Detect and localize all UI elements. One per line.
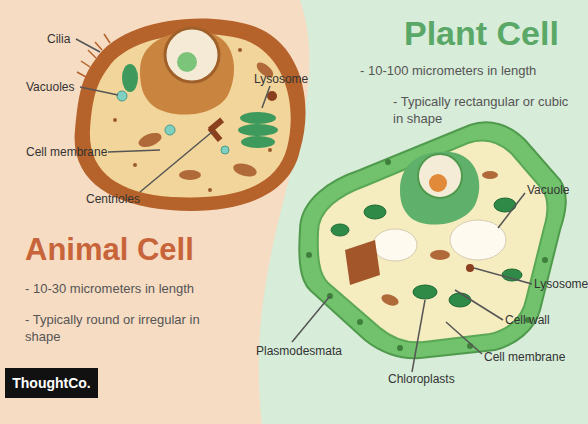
lysosome — [267, 91, 277, 101]
fact-text: - 10-100 micrometers in length — [360, 62, 580, 79]
golgi-sac — [122, 64, 138, 92]
mitochondria — [380, 171, 498, 308]
leader-line — [292, 296, 330, 342]
nucleolus — [177, 52, 197, 72]
cell-membrane — [318, 140, 548, 342]
leader-line — [412, 300, 425, 372]
cell-wall — [299, 122, 565, 358]
golgi-sac — [241, 136, 275, 148]
vacuoles — [117, 91, 229, 154]
vacuole — [117, 91, 127, 101]
fact-text: - Typically round or irregular in shape — [25, 311, 230, 345]
leader-line — [108, 150, 160, 152]
plant-cell — [292, 122, 566, 372]
fact-text: - 10-30 micrometers in length — [25, 280, 255, 297]
ribosome — [238, 48, 242, 52]
cell-heading: Animal Cell — [25, 232, 194, 267]
pore — [542, 257, 548, 263]
vacuole — [221, 146, 229, 154]
mitochondrion — [482, 171, 498, 179]
nucleus — [165, 28, 219, 82]
mitochondrion — [179, 170, 201, 180]
leader-lines — [76, 39, 270, 192]
leader-line — [262, 86, 270, 108]
part-label: Plasmodesmata — [256, 344, 342, 358]
leader-line — [455, 290, 503, 320]
mitochondrion — [137, 130, 164, 149]
part-label: Lysosome — [254, 72, 308, 86]
golgi-sac — [240, 112, 276, 124]
chloroplast — [413, 285, 437, 299]
nucleus — [418, 154, 462, 198]
leader-line — [80, 87, 118, 95]
endoplasmic-reticulum — [400, 152, 479, 225]
part-label: Cell wall — [505, 313, 550, 327]
part-label: Lysosome — [534, 277, 588, 291]
leader-line — [76, 39, 100, 52]
golgi-sac — [238, 124, 278, 136]
logo-badge: ThoughtCo. — [5, 368, 98, 398]
leader-line — [474, 268, 532, 284]
ribosome — [208, 188, 212, 192]
part-label: Vacuole — [527, 183, 569, 197]
part-label: Cilia — [47, 32, 70, 46]
animal-cell — [75, 18, 306, 211]
nucleolus — [429, 174, 447, 192]
vacuole — [450, 220, 506, 260]
part-label: Chloroplasts — [388, 372, 455, 386]
ribosome — [268, 148, 272, 152]
centrioles — [208, 118, 224, 142]
plant-panel — [259, 0, 588, 424]
cilium — [104, 34, 110, 43]
fact-text: - Typically rectangular or cubic in shap… — [393, 93, 571, 127]
mitochondrion — [232, 161, 258, 179]
golgi — [345, 240, 380, 285]
cilium — [95, 42, 102, 50]
chloroplast — [331, 224, 349, 236]
pore — [357, 319, 363, 325]
vacuole — [165, 125, 175, 135]
ribosomes — [113, 48, 272, 192]
cell-membrane — [75, 18, 306, 211]
cytoplasm — [90, 34, 291, 197]
chloroplast — [364, 205, 386, 219]
vacuole — [373, 229, 417, 261]
mitochondrion — [430, 250, 450, 260]
cilium — [88, 50, 96, 58]
cilium — [81, 61, 90, 67]
chloroplast — [449, 293, 471, 307]
leader-line — [140, 132, 212, 192]
part-label: Cell membrane — [484, 350, 565, 364]
part-label: Vacuoles — [26, 80, 74, 94]
chloroplasts — [331, 198, 522, 307]
ribosome — [113, 118, 117, 122]
leader-line — [498, 193, 525, 228]
part-label: Cell membrane — [26, 145, 107, 159]
pore — [397, 345, 403, 351]
logo-text: ThoughtCo. — [12, 375, 91, 391]
lysosome — [466, 264, 474, 272]
cilium — [77, 72, 86, 77]
pore — [306, 252, 312, 258]
mitochondrion — [380, 292, 400, 308]
pore — [385, 159, 391, 165]
part-label: Centrioles — [86, 192, 140, 206]
cell-heading: Plant Cell — [404, 14, 559, 52]
ribosome — [133, 163, 137, 167]
leader-line — [446, 322, 482, 354]
